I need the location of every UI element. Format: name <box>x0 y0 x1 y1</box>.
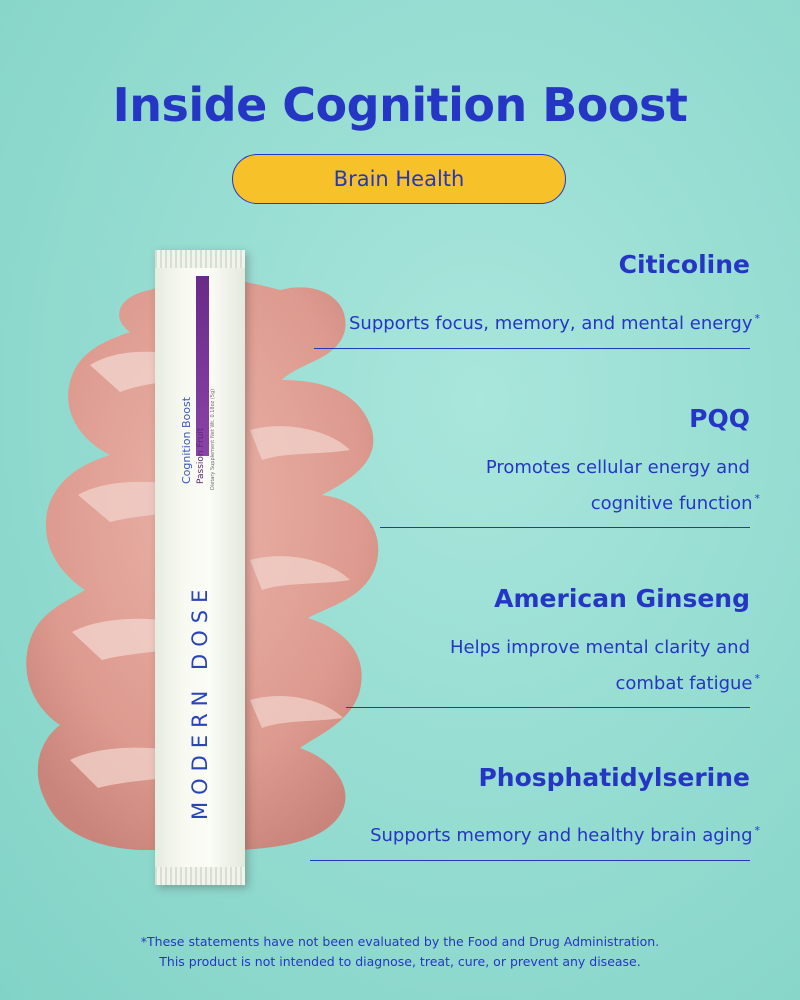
ingredient-ginseng-desc-2: combat fatigue* <box>615 663 760 699</box>
ingredient-american-ginseng: American Ginseng <box>494 584 750 613</box>
ingredient-pqq-desc: Promotes cellular energy and <box>486 452 750 483</box>
ingredient-desc: combat fatigue <box>615 673 753 694</box>
stick-crimp-bottom <box>155 867 245 885</box>
product-stick-pack <box>155 250 245 885</box>
ingredient-name: American Ginseng <box>494 584 750 613</box>
divider <box>346 707 750 708</box>
ingredient-name: PQQ <box>689 404 750 433</box>
flavor-color-band <box>196 276 209 456</box>
category-badge: Brain Health <box>232 154 566 204</box>
ingredient-pqq: PQQ <box>689 404 750 433</box>
fda-disclaimer: *These statements have not been evaluate… <box>0 932 800 972</box>
ingredient-name: Phosphatidylserine <box>478 763 750 792</box>
ingredient-phosphatidylserine: Phosphatidylserine <box>478 763 750 792</box>
dietary-supplement-label: Dietary Supplement <box>210 439 216 490</box>
disclaimer-line-2: This product is not intended to diagnose… <box>159 954 641 969</box>
footnote-mark: * <box>754 672 761 685</box>
page-title: Inside Cognition Boost <box>112 78 688 132</box>
flavor-label: Passion Fruit <box>196 427 206 484</box>
divider <box>310 860 750 861</box>
ingredient-pqq-desc-2: cognitive function* <box>591 483 760 519</box>
disclaimer-line-1: *These statements have not been evaluate… <box>140 934 660 949</box>
net-weight-label: Net Wt. 0.18oz (5g) <box>210 388 216 438</box>
ingredient-citicoline-desc: Supports focus, memory, and mental energ… <box>349 303 760 339</box>
brand-logo-text: MODERN DOSE <box>188 582 212 820</box>
ingredient-desc: cognitive function <box>590 493 753 514</box>
stick-crimp-top <box>155 250 245 268</box>
footnote-mark: * <box>754 824 761 837</box>
ingredient-desc: Supports memory and healthy brain aging <box>370 825 753 846</box>
divider <box>380 527 750 528</box>
ingredient-desc: Supports focus, memory, and mental energ… <box>348 313 753 334</box>
ingredient-phosphatidylserine-desc: Supports memory and healthy brain aging* <box>370 815 760 851</box>
ingredient-name: Citicoline <box>618 250 750 279</box>
ingredient-ginseng-desc: Helps improve mental clarity and <box>450 632 750 663</box>
divider <box>314 348 750 349</box>
ingredient-citicoline: Citicoline <box>619 250 750 279</box>
footnote-mark: * <box>754 312 761 325</box>
product-name-label: Cognition Boost <box>180 396 193 484</box>
ingredient-desc: Helps improve mental clarity and <box>449 637 750 658</box>
footnote-mark: * <box>754 492 761 505</box>
ingredient-desc: Promotes cellular energy and <box>485 457 750 478</box>
